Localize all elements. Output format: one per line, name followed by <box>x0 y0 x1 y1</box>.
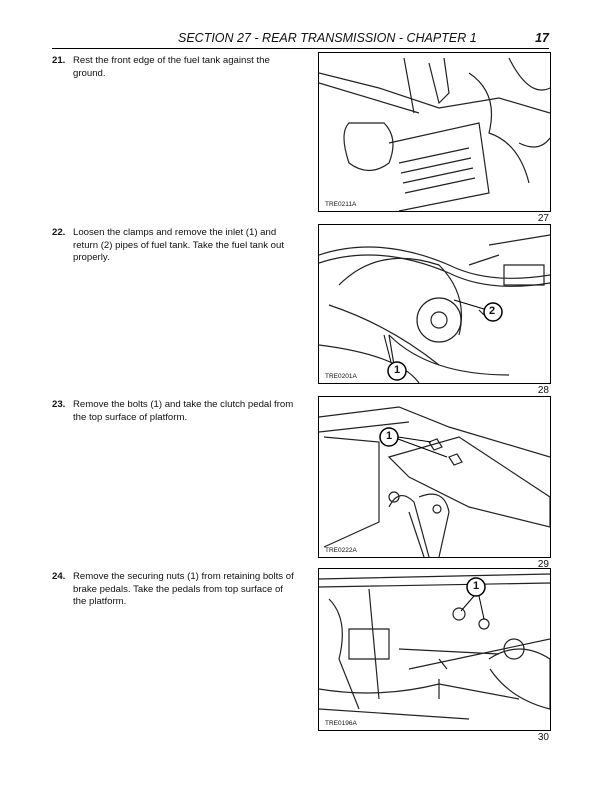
step-text: Rest the front edge of the fuel tank aga… <box>73 55 270 79</box>
step-number: 24. <box>52 571 66 582</box>
figure-number: 29 <box>537 559 549 570</box>
figure-code: TRE0201A <box>325 373 357 380</box>
step-text: Remove the bolts (1) and take the clutch… <box>73 399 294 423</box>
step-number: 21. <box>52 55 66 66</box>
callout-1-badge <box>383 334 407 381</box>
fuel-tank-illustration <box>319 57 550 211</box>
callout-1-badge <box>379 427 448 458</box>
step-23: 23. Remove the bolts (1) and take the cl… <box>52 399 297 424</box>
brake-pedals-illustration <box>319 573 550 720</box>
step-number: 23. <box>52 399 66 410</box>
step-text: Remove the securing nuts (1) from retain… <box>73 571 294 607</box>
step-24: 24. Remove the securing nuts (1) from re… <box>52 571 297 609</box>
figure-code: TRE0222A <box>325 547 357 554</box>
figure-number: 28 <box>537 385 549 396</box>
callout-2-badge <box>453 299 503 322</box>
callout-1-badge <box>460 577 486 620</box>
figure-30: 1 TRE0196A <box>318 568 551 731</box>
page-number: 17 <box>535 31 549 45</box>
clutch-pedal-illustration <box>319 406 550 557</box>
step-text: Loosen the clamps and remove the inlet (… <box>73 227 285 263</box>
figure-27: TRE0211A <box>318 52 551 212</box>
figure-number: 30 <box>537 732 549 743</box>
callout-1: 1 <box>394 364 401 376</box>
callout-1: 1 <box>473 580 480 592</box>
section-title: SECTION 27 - REAR TRANSMISSION - CHAPTER… <box>178 31 477 45</box>
header-rule <box>52 48 549 49</box>
step-number: 22. <box>52 227 66 238</box>
step-22: 22. Loosen the clamps and remove the inl… <box>52 227 297 265</box>
callout-1: 1 <box>386 430 393 442</box>
figure-code: TRE0196A <box>325 720 357 727</box>
fuel-pipes-illustration <box>319 234 550 383</box>
figure-code: TRE0211A <box>325 201 357 208</box>
figure-number: 27 <box>537 213 549 224</box>
figure-28: 2 1 TRE0201A <box>318 224 551 384</box>
callout-2: 2 <box>489 305 496 317</box>
step-21: 21. Rest the front edge of the fuel tank… <box>52 55 297 80</box>
figure-29: 1 TRE0222A <box>318 396 551 558</box>
